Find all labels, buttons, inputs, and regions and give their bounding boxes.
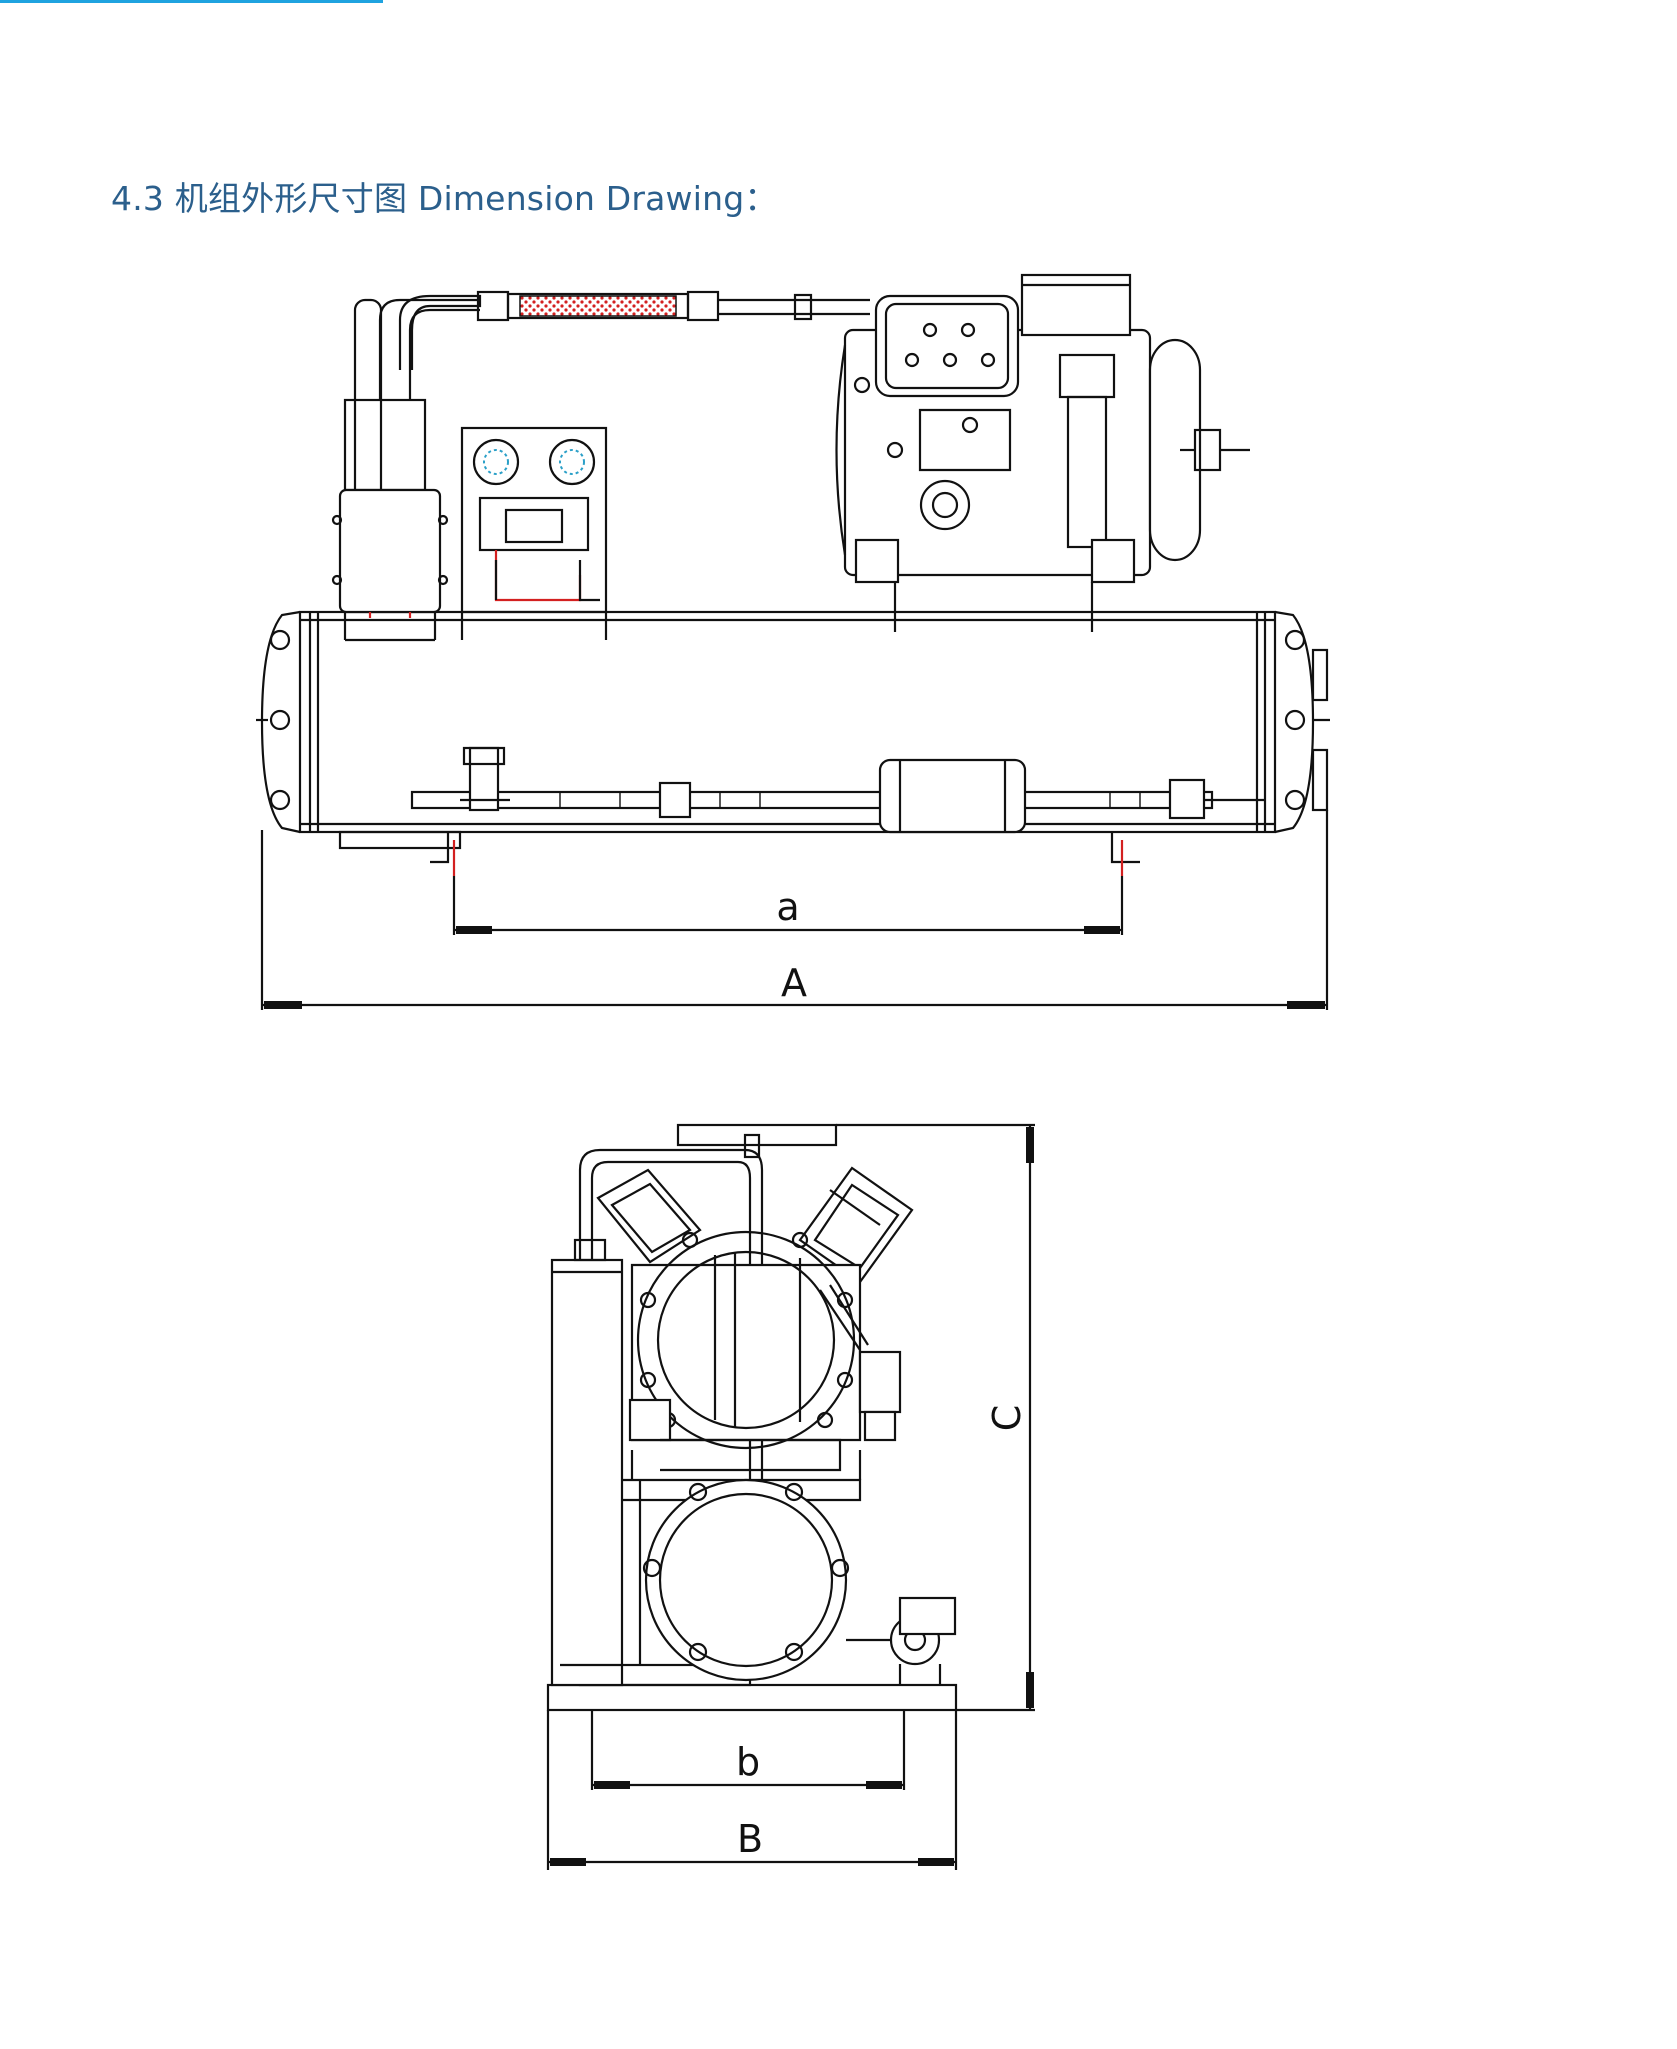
compressor-heads	[596, 1123, 914, 1284]
discharge-pipe	[398, 290, 870, 370]
dimension-C: C	[836, 1123, 1035, 1712]
side-valve	[889, 1596, 957, 1685]
dimension-A: A	[260, 810, 1329, 1010]
oil-separator	[331, 298, 480, 642]
dimension-a: a	[452, 876, 1124, 935]
dimension-b-label: b	[736, 1740, 760, 1784]
vertical-column	[550, 1148, 764, 1687]
dimension-B-label: B	[737, 1817, 763, 1861]
sight-glass-icon	[919, 479, 971, 531]
front-view: a A	[256, 273, 1330, 1010]
dimension-A-label: A	[781, 961, 807, 1005]
condenser-end-cover	[560, 1478, 900, 1682]
top-accent-rule	[0, 0, 383, 3]
dimension-a-label: a	[776, 885, 799, 929]
dimension-B: B	[548, 1817, 956, 1866]
condenser-shell	[256, 610, 1330, 850]
pressure-gauge-icon	[548, 438, 596, 486]
mounting-feet	[430, 832, 1140, 876]
compressor	[835, 273, 1250, 632]
compressor-body	[628, 1230, 902, 1480]
gauge-panel	[460, 426, 608, 640]
flex-hose	[519, 295, 677, 317]
side-view: b B C	[546, 1123, 1035, 1870]
dimension-C-label: C	[985, 1405, 1029, 1432]
section-heading: 4.3 机组外形尺寸图 Dimension Drawing：	[111, 179, 778, 218]
pressure-gauge-icon	[472, 438, 520, 486]
dimension-b: b	[590, 1710, 906, 1790]
liquid-line	[410, 746, 1265, 834]
